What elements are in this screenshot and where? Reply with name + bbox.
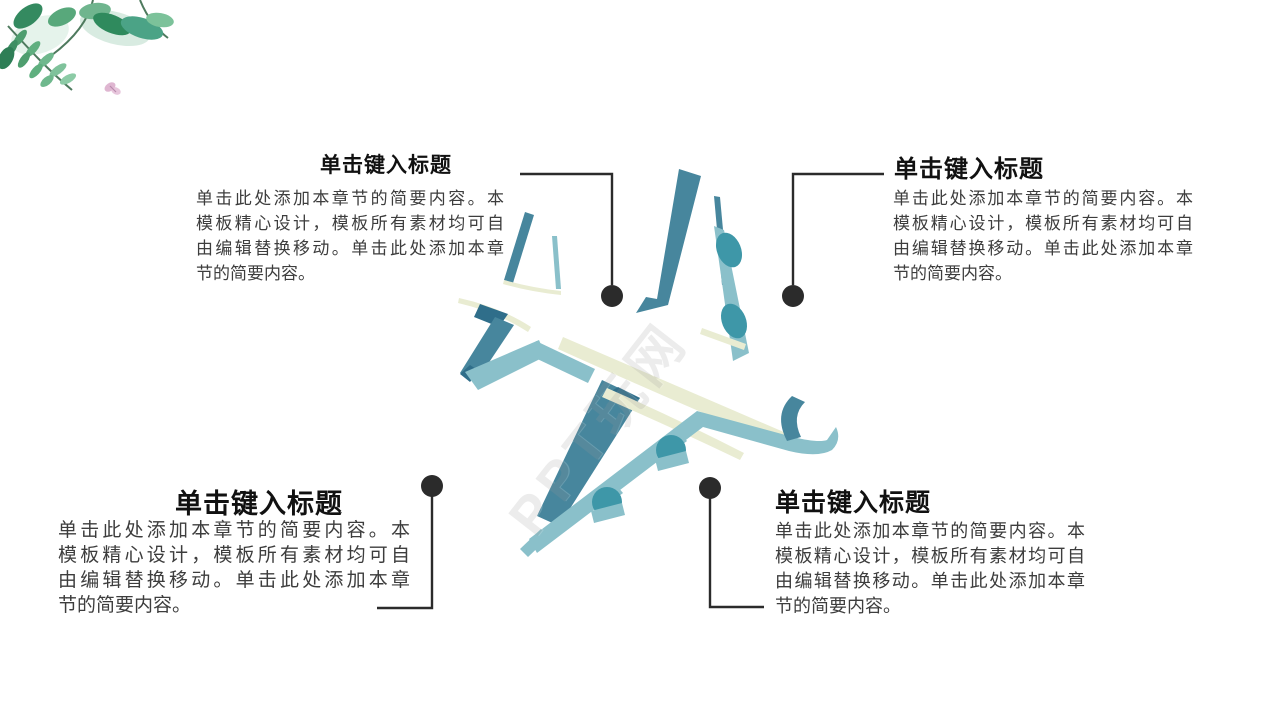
body-bottom-left: 单击此处添加本章节的简要内容。本 模板精心设计，模板所有素材均可自 由编辑替换移… (58, 518, 410, 618)
connector-top-left (520, 172, 623, 307)
body-top-right: 单击此处添加本章节的简要内容。本 模板精心设计，模板所有素材均可自 由编辑替换移… (893, 186, 1193, 286)
body-line: 节的简要内容。 (58, 595, 192, 616)
connector-top-right (782, 172, 884, 307)
title-top-left: 单击键入标题 (320, 154, 452, 177)
butterfly-icon (104, 82, 121, 95)
body-line: 节的简要内容。 (196, 264, 315, 283)
body-line: 由编辑替换移动。单击此处添加本章 (58, 570, 410, 591)
body-line: 单击此处添加本章节的简要内容。本 (58, 520, 410, 541)
body-line: 模板精心设计，模板所有素材均可自 (893, 214, 1193, 233)
body-line: 单击此处添加本章节的简要内容。本 (775, 521, 1085, 541)
title-bottom-left: 单击键入标题 (175, 489, 343, 519)
body-line: 模板精心设计，模板所有素材均可自 (196, 214, 504, 233)
body-line: 单击此处添加本章节的简要内容。本 (893, 189, 1193, 208)
body-line: 节的简要内容。 (893, 264, 1012, 283)
body-line: 由编辑替换移动。单击此处添加本章 (196, 239, 504, 258)
airplane-icon (458, 169, 839, 557)
body-line: 单击此处添加本章节的简要内容。本 (196, 189, 504, 208)
connector-bottom-left (377, 475, 443, 610)
title-bottom-right: 单击键入标题 (775, 489, 932, 517)
body-line: 节的简要内容。 (775, 596, 901, 616)
title-top-right: 单击键入标题 (894, 156, 1044, 183)
body-line: 由编辑替换移动。单击此处添加本章 (893, 239, 1193, 258)
body-bottom-right: 单击此处添加本章节的简要内容。本 模板精心设计，模板所有素材均可自 由编辑替换移… (775, 519, 1085, 619)
body-line: 模板精心设计，模板所有素材均可自 (58, 545, 410, 566)
body-line: 模板精心设计，模板所有素材均可自 (775, 546, 1085, 566)
connector-bottom-right (699, 477, 764, 609)
body-top-left: 单击此处添加本章节的简要内容。本 模板精心设计，模板所有素材均可自 由编辑替换移… (196, 186, 504, 286)
watercolor-leaves-icon (0, 0, 174, 91)
body-line: 由编辑替换移动。单击此处添加本章 (775, 571, 1085, 591)
